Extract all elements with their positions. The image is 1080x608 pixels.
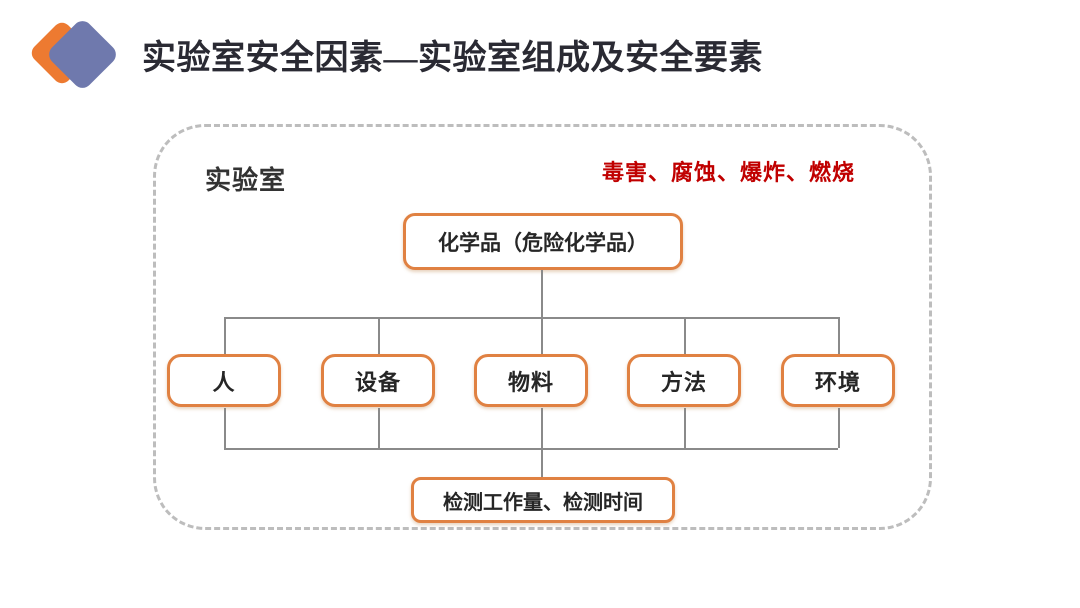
connector-bottom-stub-3 xyxy=(541,408,543,448)
logo xyxy=(28,8,140,108)
connector-top-stub-4 xyxy=(684,317,686,355)
node-method: 方法 xyxy=(627,354,741,407)
lab-dashed-container xyxy=(153,124,932,530)
node-equipment: 设备 xyxy=(321,354,435,407)
connector-root-drop xyxy=(541,270,543,317)
node-person: 人 xyxy=(167,354,281,407)
connector-bottom-stub-5 xyxy=(838,408,840,448)
connector-top-stub-1 xyxy=(224,317,226,355)
connector-top-stub-3 xyxy=(541,317,543,355)
node-material: 物料 xyxy=(474,354,588,407)
connector-bottom-drop xyxy=(541,448,543,477)
connector-bottom-stub-2 xyxy=(378,408,380,448)
connector-bottom-bus xyxy=(224,448,838,450)
connector-top-stub-5 xyxy=(838,317,840,355)
node-chemicals: 化学品（危险化学品） xyxy=(403,213,683,270)
hazards-text: 毒害、腐蚀、爆炸、燃烧 xyxy=(602,160,856,185)
connector-top-bus xyxy=(224,317,838,319)
page-title: 实验室安全因素—实验室组成及安全要素 xyxy=(142,40,763,77)
connector-top-stub-2 xyxy=(378,317,380,355)
lab-label: 实验室 xyxy=(205,166,287,195)
connector-bottom-stub-1 xyxy=(224,408,226,448)
node-workload-time: 检测工作量、检测时间 xyxy=(411,477,675,523)
node-environment: 环境 xyxy=(781,354,895,407)
connector-bottom-stub-4 xyxy=(684,408,686,448)
